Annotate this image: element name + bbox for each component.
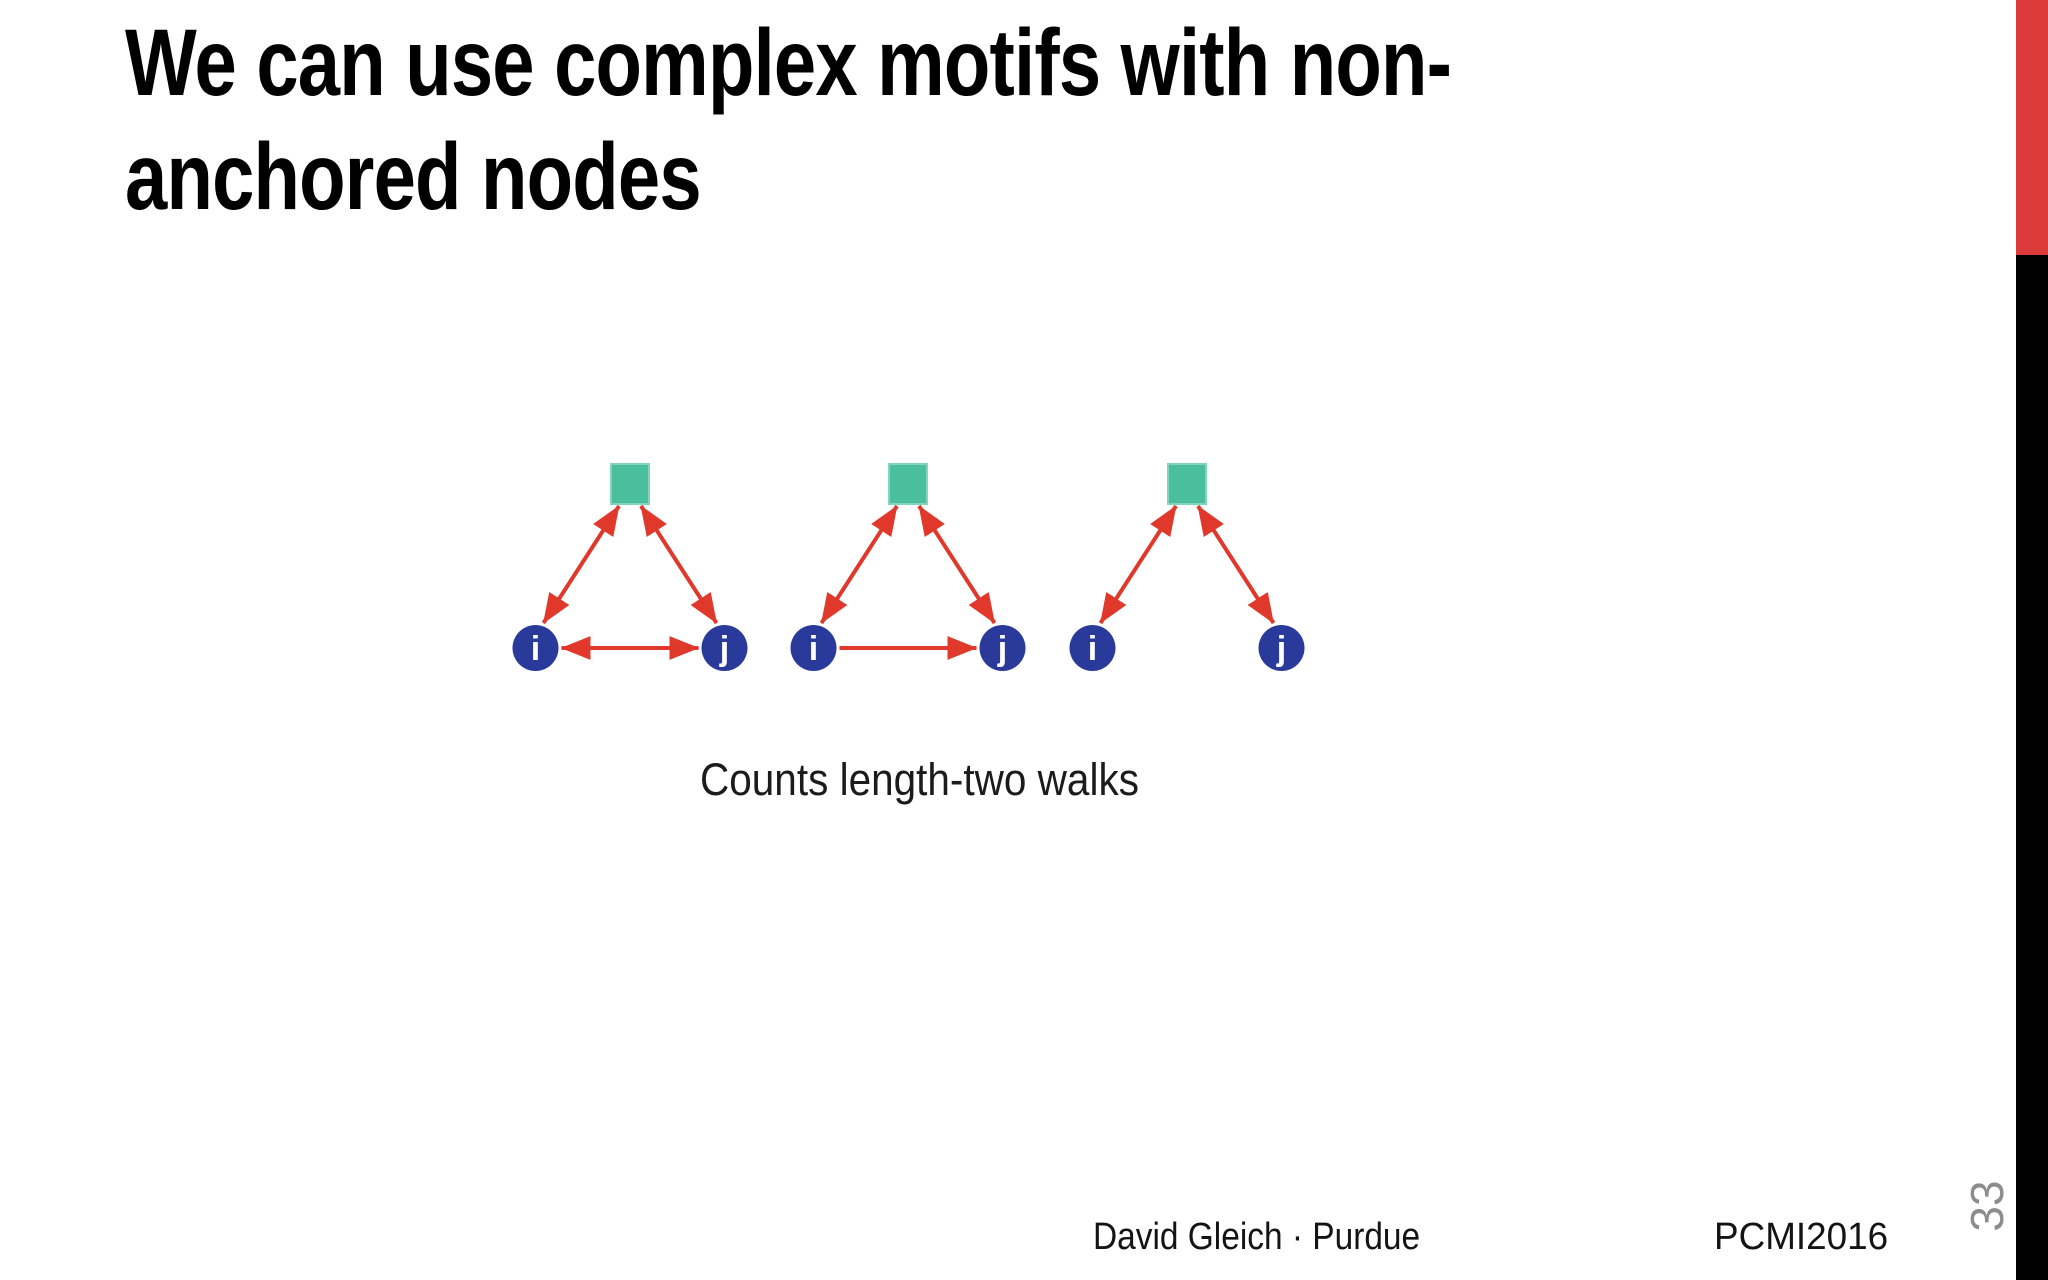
footer-event: PCMI2016 xyxy=(1714,1216,1889,1258)
edge-accent-bar-red xyxy=(2016,0,2048,255)
footer-author: David Gleich · Purdue xyxy=(1093,1216,1421,1258)
node-i xyxy=(512,625,559,671)
slide-title-line-2: anchored nodes xyxy=(125,124,702,230)
node-j xyxy=(979,625,1026,671)
node-i-label: i xyxy=(531,630,540,668)
edge-j-anchor xyxy=(639,504,719,625)
node-j-label: j xyxy=(719,630,729,668)
edge-j-anchor xyxy=(1196,504,1276,625)
diagram-caption: Counts length-two walks xyxy=(700,754,1139,805)
slide-title: We can use complex motifs with non-ancho… xyxy=(125,6,1725,234)
edge-i-anchor xyxy=(1098,504,1178,625)
node-j xyxy=(701,625,748,671)
edge-accent-bar-black xyxy=(2016,255,2048,1280)
node-j-label: j xyxy=(997,630,1007,668)
node-i xyxy=(1069,625,1116,671)
edge-i-anchor xyxy=(819,504,899,625)
edge-i-anchor xyxy=(541,504,621,625)
page-number: 33 xyxy=(1961,1180,2013,1232)
edge-j-anchor xyxy=(917,504,997,625)
anchor-square xyxy=(610,463,650,505)
anchor-square xyxy=(888,463,928,505)
node-j-label: j xyxy=(1276,630,1286,668)
anchor-square xyxy=(1167,463,1207,505)
node-i-label: i xyxy=(1088,630,1097,668)
slide-title-line-1: We can use complex motifs with non- xyxy=(125,10,1452,116)
node-j xyxy=(1258,625,1305,671)
node-i xyxy=(790,625,837,671)
node-i-label: i xyxy=(809,630,818,668)
